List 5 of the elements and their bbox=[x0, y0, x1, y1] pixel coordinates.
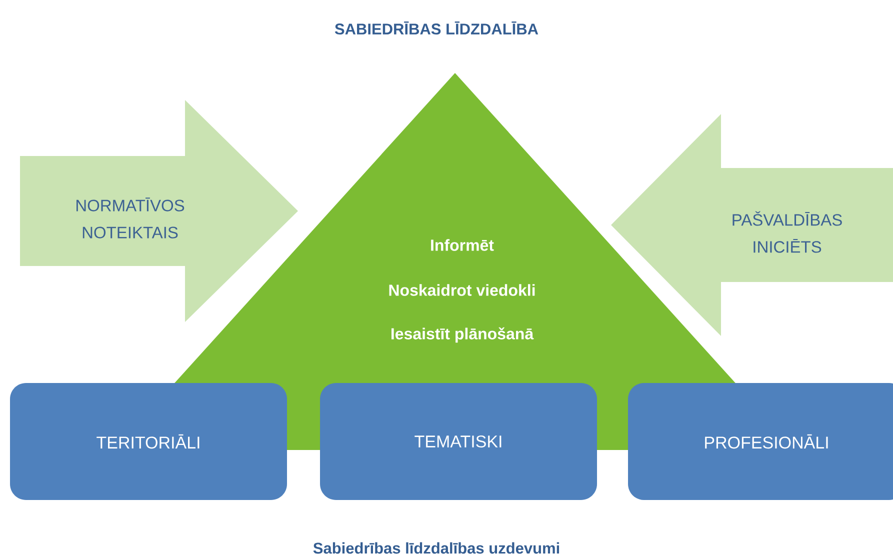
caption: Sabiedrības līdzdalības uzdevumi bbox=[313, 542, 560, 554]
rounded-box: TEMATISKI bbox=[320, 383, 597, 500]
rounded-box: TERITORIĀLI bbox=[10, 383, 287, 500]
rounded-box: PROFESIONĀLI bbox=[628, 383, 893, 500]
title: SABIEDRĪBAS LĪDZDALĪBA bbox=[334, 21, 538, 35]
